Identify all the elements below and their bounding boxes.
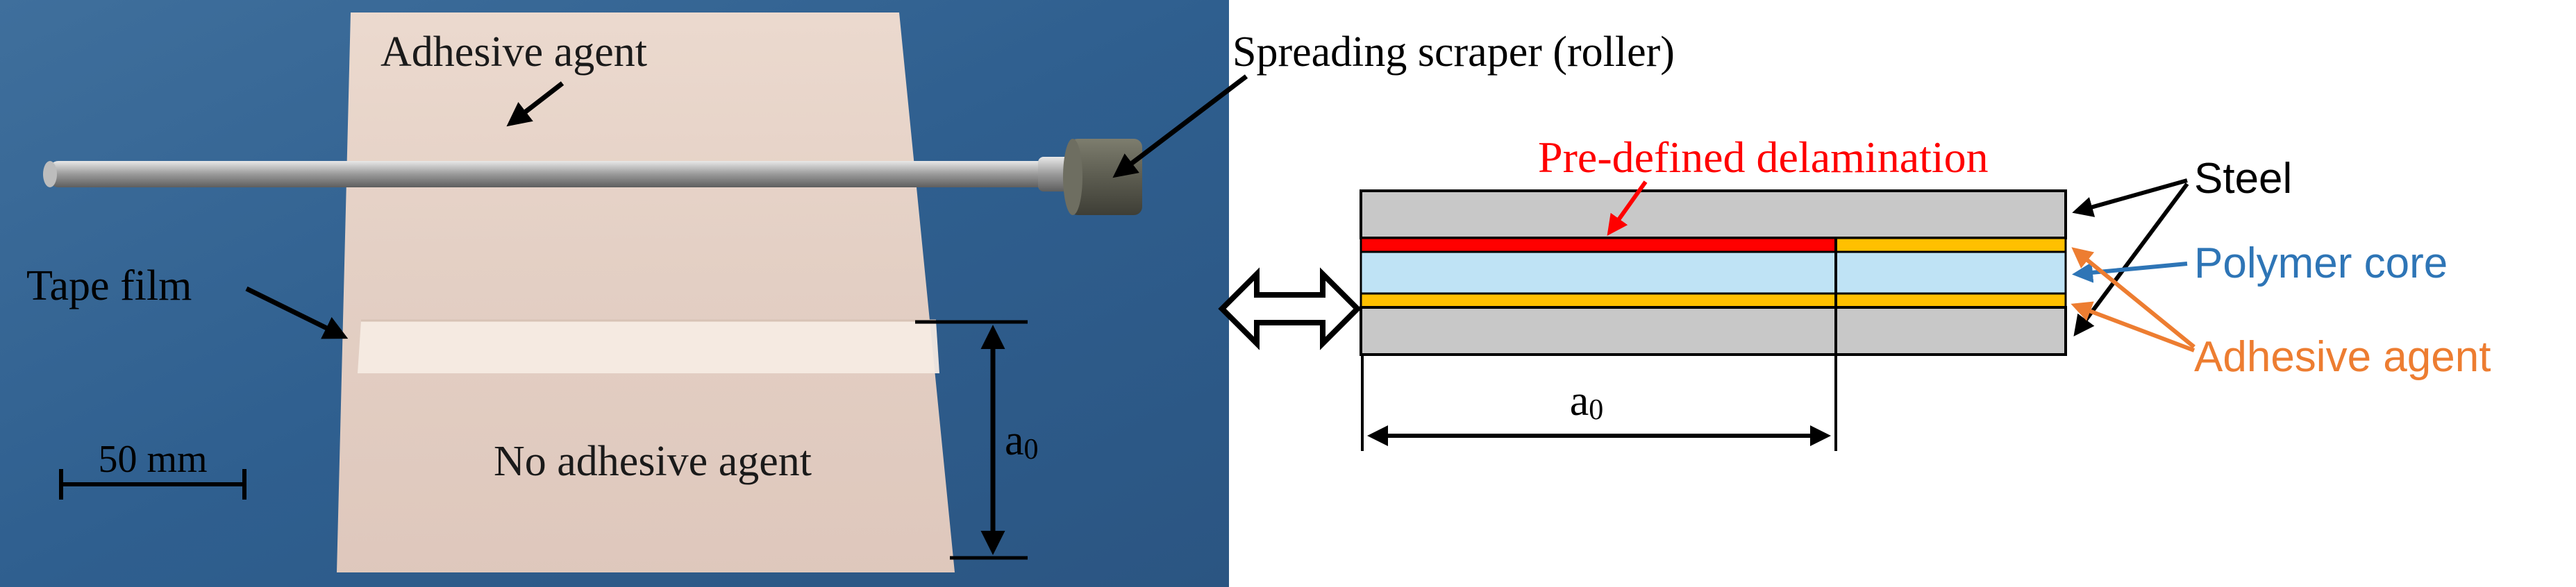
specimen-photo: Adhesive agent Spreading scraper (roller…	[0, 0, 1675, 587]
label-tape-film: Tape film	[26, 262, 192, 309]
scraper-rod	[49, 161, 1069, 187]
a0-subscript-schematic: 0	[1589, 394, 1603, 426]
laminate-schematic: a0 Pre-defined delamination Steel Polyme…	[1360, 133, 2491, 451]
label-polymer-core: Polymer core	[2194, 239, 2448, 287]
arrow-adhesive-bottom	[2071, 301, 2196, 352]
svg-text:a0: a0	[1570, 377, 1604, 426]
scale-bar-label: 50 mm	[98, 438, 207, 481]
steel-layer-bottom	[1360, 306, 2067, 356]
arrow-spreading-scraper	[1112, 74, 1248, 178]
double-arrow-icon	[1218, 267, 1362, 350]
a0-label-schematic: a	[1570, 377, 1589, 425]
arrow-tape-film	[245, 286, 349, 339]
a0-dimension-photo: a0	[915, 320, 1039, 560]
arrow-predefined-delamination	[1607, 180, 1648, 236]
adhesive-layer-bottom	[1360, 292, 2067, 309]
label-spreading-scraper: Spreading scraper (roller)	[1232, 28, 1675, 76]
arrow-adhesive-agent-photo	[506, 81, 564, 127]
adhesive-layer-top	[1834, 237, 2067, 253]
arrow-adhesive-top	[2071, 247, 2196, 349]
scraper-roller-face	[1063, 139, 1082, 215]
label-adhesive-agent-photo: Adhesive agent	[380, 28, 647, 76]
svg-text:a0: a0	[1005, 417, 1039, 466]
steel-layer-top	[1360, 189, 2067, 239]
label-adhesive-agent-schematic: Adhesive agent	[2194, 333, 2491, 381]
a0-subscript-photo: 0	[1024, 434, 1039, 466]
label-no-adhesive-agent: No adhesive agent	[494, 438, 812, 485]
scale-bar: 50 mm	[59, 438, 246, 500]
a0-label-photo: a	[1005, 417, 1024, 464]
predefined-delamination-layer	[1360, 237, 1837, 253]
arrow-steel-top	[2072, 178, 2188, 217]
arrow-polymer-core	[2072, 262, 2188, 283]
tape-film-band	[358, 321, 939, 373]
label-predefined-delamination: Pre-defined delamination	[1538, 133, 1989, 182]
scraper-rod-end	[43, 161, 57, 187]
specimen-sheet	[337, 12, 955, 572]
label-steel: Steel	[2194, 155, 2292, 203]
arrow-steel-bottom	[2073, 182, 2189, 337]
polymer-core-layer	[1360, 250, 2067, 295]
